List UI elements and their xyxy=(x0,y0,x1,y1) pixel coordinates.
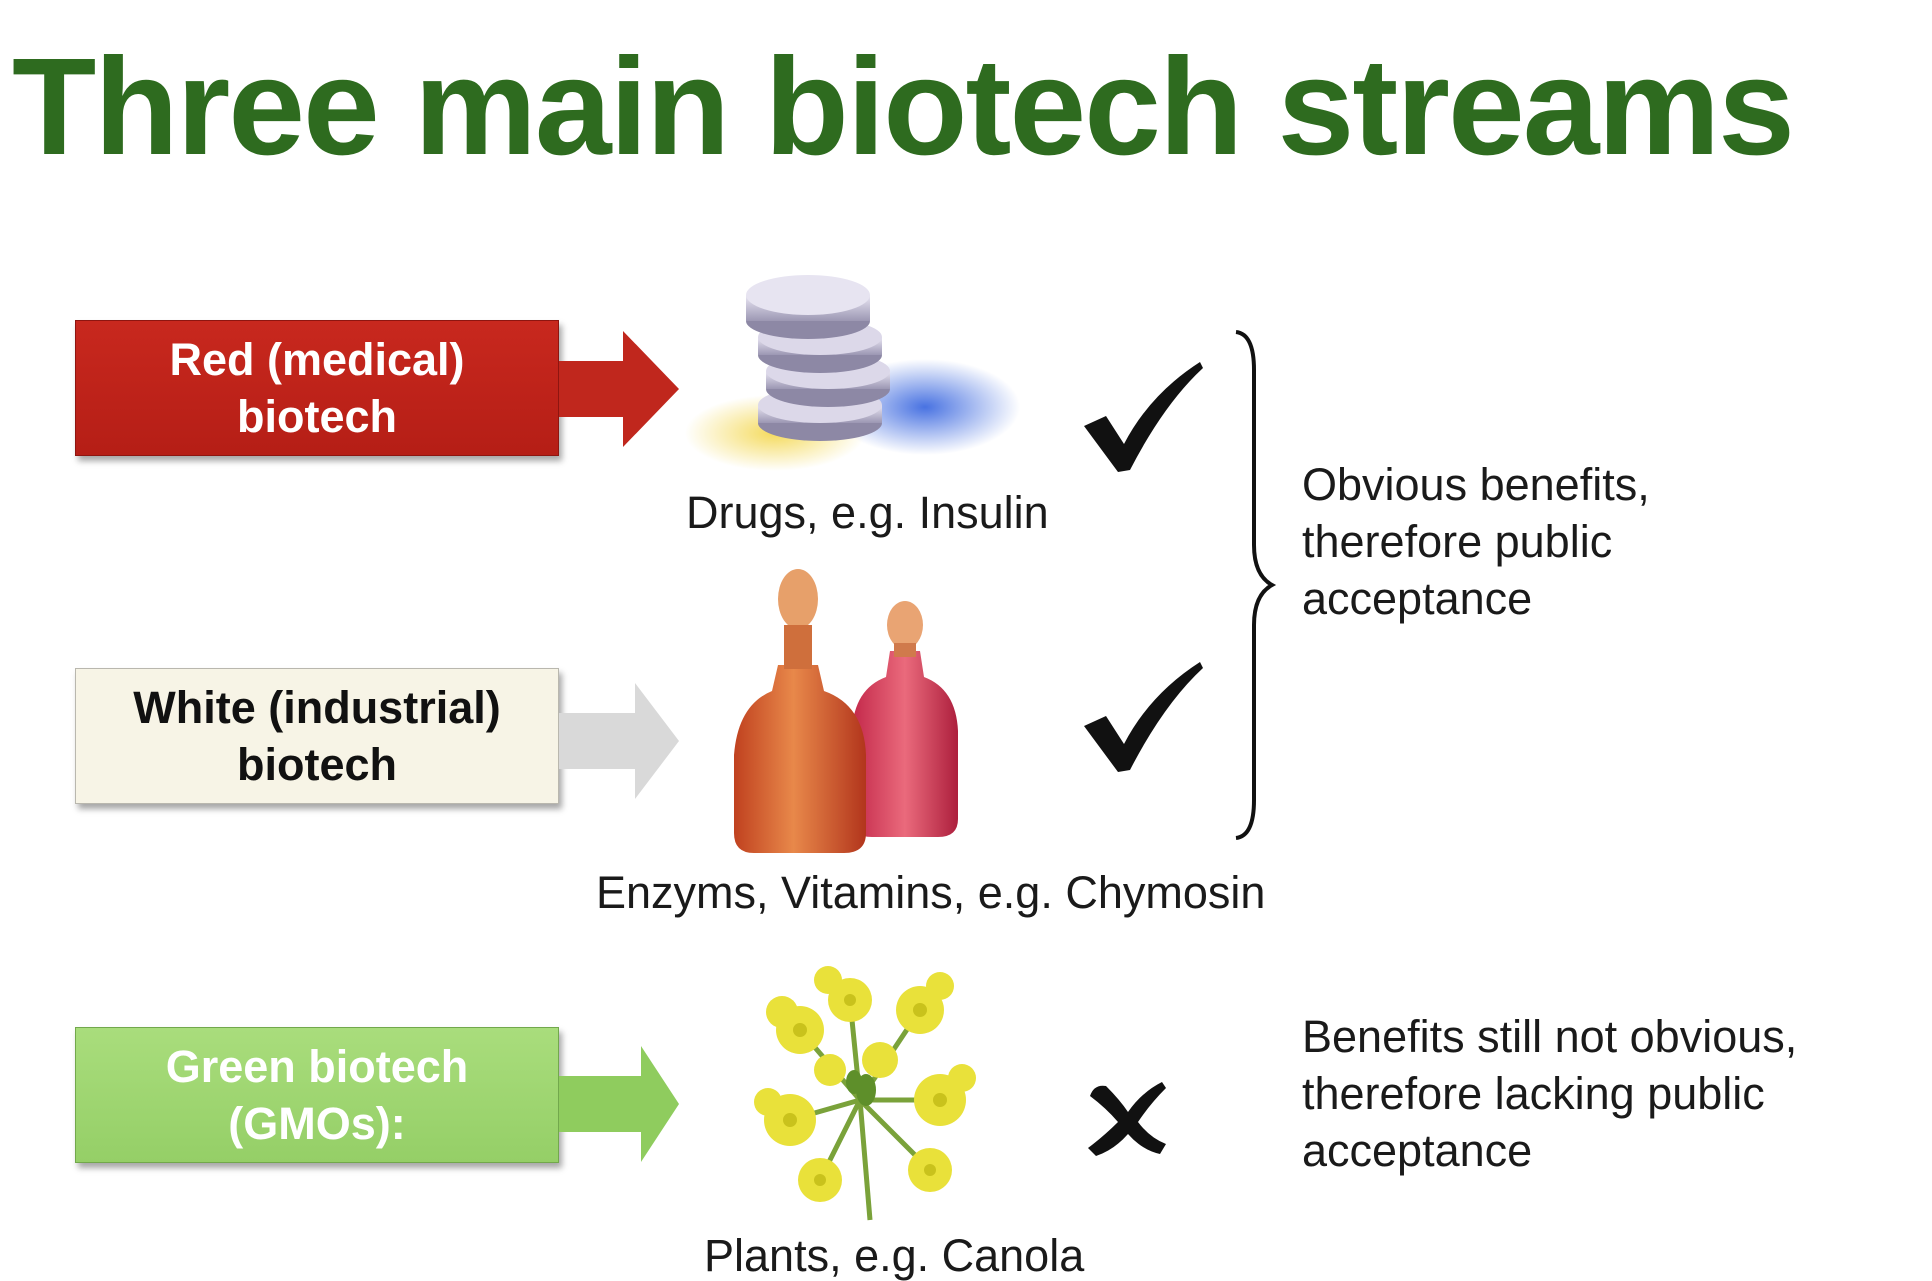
bottles-icon xyxy=(734,569,958,853)
cross-icon xyxy=(1088,1082,1166,1156)
accepted-note: Obvious benefits, therefore public accep… xyxy=(1302,456,1650,627)
check-icon xyxy=(1084,662,1203,772)
right-brace-icon xyxy=(1235,330,1277,840)
white-arrow-icon xyxy=(559,683,679,799)
green-stream-caption: Plants, e.g. Canola xyxy=(704,1230,1085,1281)
green-biotech-box: Green biotech (GMOs): xyxy=(75,1027,559,1163)
red-stream-caption: Drugs, e.g. Insulin xyxy=(686,487,1049,538)
green-arrow-icon xyxy=(559,1046,679,1162)
pills-icon xyxy=(685,275,1020,471)
accepted-note-line1: Obvious benefits, xyxy=(1302,459,1650,510)
canola-flower-icon xyxy=(754,966,976,1221)
red-biotech-box: Red (medical) biotech xyxy=(75,320,559,456)
white-biotech-label-line2: biotech xyxy=(236,739,397,790)
not-accepted-note: Benefits still not obvious, therefore la… xyxy=(1302,1008,1797,1179)
red-biotech-label-line1: Red (medical) xyxy=(169,334,465,385)
not-accepted-note-line1: Benefits still not obvious, xyxy=(1302,1011,1798,1062)
slide-title: Three main biotech streams xyxy=(12,30,1795,184)
green-biotech-label-line2: (GMOs): xyxy=(228,1098,406,1149)
white-biotech-box: White (industrial) biotech xyxy=(75,668,559,804)
accepted-note-line3: acceptance xyxy=(1302,573,1533,624)
white-biotech-label-line1: White (industrial) xyxy=(133,682,501,733)
red-arrow-icon xyxy=(559,331,679,447)
red-biotech-label-line2: biotech xyxy=(236,391,397,442)
not-accepted-note-line2: therefore lacking public xyxy=(1302,1068,1765,1119)
white-stream-caption: Enzyms, Vitamins, e.g. Chymosin xyxy=(596,867,1266,918)
accepted-note-line2: therefore public xyxy=(1302,516,1613,567)
check-icon xyxy=(1084,362,1203,472)
not-accepted-note-line3: acceptance xyxy=(1302,1125,1533,1176)
green-biotech-label-line1: Green biotech xyxy=(165,1041,469,1092)
